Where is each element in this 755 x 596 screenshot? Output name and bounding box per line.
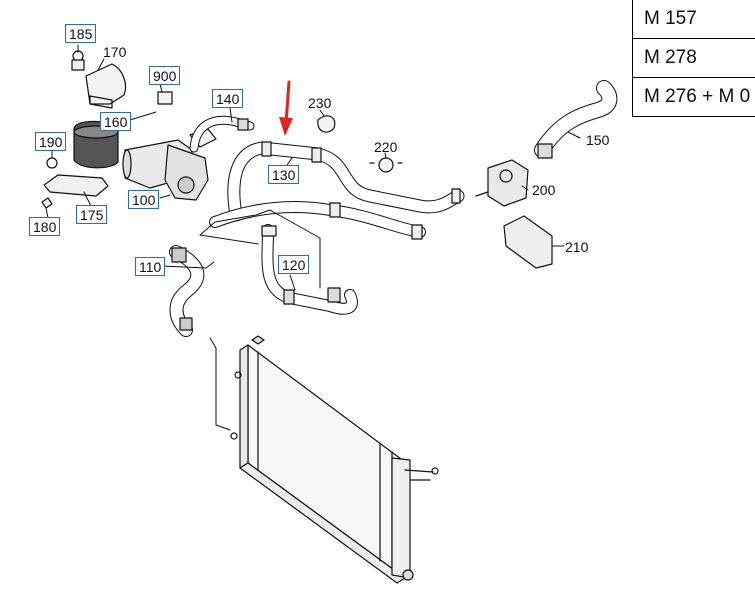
callout-185: 185 bbox=[65, 24, 97, 43]
hose-120 bbox=[209, 201, 426, 315]
variant-row-3[interactable]: M 276 + M 0 bbox=[633, 77, 755, 116]
hose-110 bbox=[169, 245, 205, 337]
callout-190: 190 bbox=[35, 132, 67, 151]
radiator bbox=[230, 335, 439, 584]
part-175 bbox=[43, 157, 109, 197]
callout-220: 220 bbox=[374, 139, 398, 155]
callout-200: 200 bbox=[532, 182, 556, 198]
callout-230: 230 bbox=[308, 95, 332, 111]
variant-row-2[interactable]: M 278 bbox=[633, 38, 755, 77]
part-200 bbox=[475, 159, 529, 207]
callout-170: 170 bbox=[103, 44, 127, 60]
callout-140: 140 bbox=[212, 89, 244, 108]
part-230 bbox=[317, 115, 336, 133]
callout-175: 175 bbox=[76, 205, 108, 224]
callout-180: 180 bbox=[29, 217, 61, 236]
hose-150 bbox=[534, 80, 618, 159]
callout-160: 160 bbox=[100, 112, 132, 131]
hose-130 bbox=[227, 141, 465, 222]
part-220 bbox=[369, 157, 403, 173]
callout-150: 150 bbox=[586, 132, 610, 148]
part-900 bbox=[157, 91, 173, 105]
callout-100: 100 bbox=[128, 190, 160, 209]
coolant-pump bbox=[122, 128, 217, 201]
part-170 bbox=[85, 63, 127, 109]
variant-row-1[interactable]: M 157 bbox=[644, 8, 697, 29]
callout-210: 210 bbox=[565, 239, 589, 255]
engine-variant-table: M 157 M 278 M 276 + M 0 bbox=[632, 0, 755, 117]
callout-120: 120 bbox=[278, 255, 310, 274]
red-arrow bbox=[279, 80, 293, 136]
part-185 bbox=[71, 50, 85, 71]
callout-900: 900 bbox=[149, 66, 181, 85]
callout-110: 110 bbox=[135, 257, 166, 276]
callout-130: 130 bbox=[268, 165, 300, 184]
leader-lines bbox=[45, 44, 581, 431]
hose-140 bbox=[189, 115, 255, 153]
part-210 bbox=[503, 215, 553, 269]
part-180 bbox=[41, 197, 53, 209]
